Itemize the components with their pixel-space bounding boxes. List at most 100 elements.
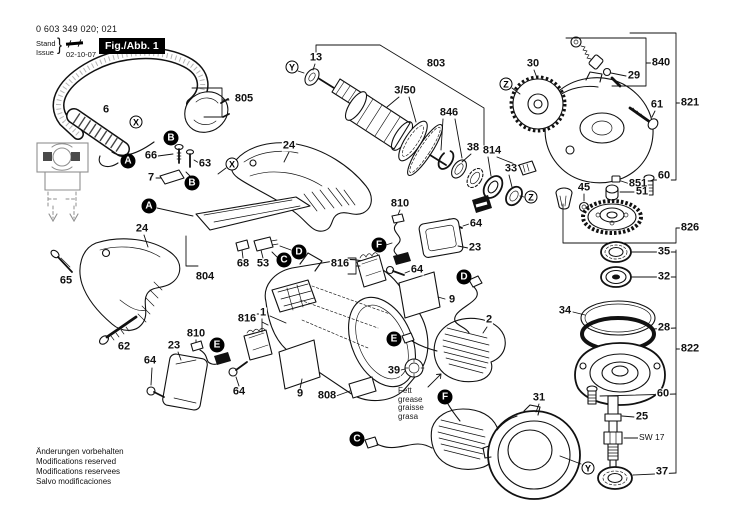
wrench-size-note: SW 17 <box>638 432 666 442</box>
marker-f-field-bottom: F <box>437 389 453 405</box>
part-label-23-left: 23 <box>166 339 182 352</box>
marker-e-brush-left: E <box>209 337 225 353</box>
part-label-65: 65 <box>58 274 74 287</box>
screw-61 <box>628 106 659 130</box>
part-label-24-handle: 24 <box>134 222 150 235</box>
screw-66 <box>157 143 184 164</box>
marker-z-ring: Z <box>524 190 538 204</box>
marker-a-cord: A <box>120 153 136 169</box>
notice-de: Änderungen vorbehalten <box>36 447 124 456</box>
lead-wire-d <box>454 275 483 334</box>
air-baffle-39 <box>400 358 442 388</box>
part-label-32: 32 <box>656 270 672 283</box>
switch-plate-804 <box>156 196 311 267</box>
lead-wire-f <box>447 403 461 422</box>
part-label-808: 808 <box>316 389 338 402</box>
part-label-63: 63 <box>197 157 213 170</box>
part-label-30: 30 <box>525 57 541 70</box>
part-label-816-left: 816 <box>236 312 258 325</box>
marker-y-armature: Y <box>285 60 299 74</box>
part-label-25: 25 <box>634 410 650 423</box>
modifications-notice: Änderungen vorbehalten Modifications res… <box>36 447 124 487</box>
brush-holder-center-816 <box>347 252 387 288</box>
grease-note: Fett grease graisse grasa <box>398 386 424 421</box>
field-coil-2 <box>433 317 506 383</box>
part-label-37: 37 <box>654 465 670 478</box>
lead-wire-e <box>401 332 438 352</box>
marker-b-cord: B <box>163 130 179 146</box>
issue-brace: } <box>57 35 63 56</box>
brush-lead-810-center <box>385 209 411 265</box>
part-label-9-left: 9 <box>295 387 305 400</box>
screw-64-center <box>385 265 411 276</box>
spindle-25 <box>603 395 639 469</box>
marker-y-guard: Y <box>581 461 595 475</box>
bearing-37 <box>597 466 677 490</box>
part-label-31: 31 <box>531 391 547 404</box>
part-label-53: 53 <box>255 257 271 270</box>
document-part-number: 0 603 349 020; 021 <box>36 24 118 34</box>
marker-c-field-bottom: C <box>349 431 365 447</box>
bracket-803 <box>315 44 485 151</box>
part-label-64-left-lower: 64 <box>231 385 247 398</box>
marker-z-gear: Z <box>499 77 513 91</box>
part-label-34: 34 <box>557 304 573 317</box>
marker-d-switch: D <box>291 244 307 260</box>
bearing-13 <box>297 63 320 86</box>
issue-date: 02-10-07 <box>66 50 97 59</box>
part-label-38: 38 <box>465 141 481 154</box>
screw-65 <box>50 249 73 273</box>
part-label-39: 39 <box>386 364 402 377</box>
marker-f-brush-center: F <box>371 237 387 253</box>
connector-53 <box>253 236 292 259</box>
part-label-7: 7 <box>146 171 156 184</box>
screw-64-left-upper <box>146 367 165 398</box>
part-label-805: 805 <box>233 92 255 105</box>
marker-x-cord: X <box>129 115 143 129</box>
notice-es: Salvo modificaciones <box>36 476 112 486</box>
brush-cover-23-right <box>418 218 469 258</box>
part-label-2: 2 <box>484 313 494 326</box>
bearing-35 <box>600 241 677 263</box>
panel-808 <box>335 376 377 399</box>
marker-c-switch: C <box>276 252 292 268</box>
part-label-810-left: 810 <box>185 327 207 340</box>
brush-cover-23-left <box>162 351 208 411</box>
part-label-803: 803 <box>425 57 447 70</box>
issue-words: Stand Issue <box>36 39 56 58</box>
power-cord <box>52 47 209 168</box>
part-label-64-left-upper: 64 <box>142 354 158 367</box>
clamping-flange-31 <box>482 403 582 500</box>
stand-label: Stand <box>36 39 56 48</box>
panel-9-left <box>278 339 321 390</box>
part-label-61: 61 <box>649 98 665 111</box>
notice-en: Modifications reserved <box>36 456 117 466</box>
part-label-6: 6 <box>101 103 111 116</box>
part-label-9-right: 9 <box>447 293 457 306</box>
part-label-23-right: 23 <box>467 241 483 254</box>
part-label-1: 1 <box>258 306 268 319</box>
mains-plug <box>184 87 230 133</box>
part-label-840: 840 <box>650 56 672 69</box>
marker-a-switch: A <box>141 198 157 214</box>
part-label-28: 28 <box>656 321 672 334</box>
motor-housing-1 <box>264 252 429 402</box>
part-label-804: 804 <box>194 270 216 283</box>
part-label-826: 826 <box>679 221 701 234</box>
part-label-68: 68 <box>235 257 251 270</box>
crown-gear-826 <box>562 199 683 244</box>
marker-x-handle: X <box>225 157 239 171</box>
part-label-851: 851 <box>627 177 649 190</box>
part-label-821: 821 <box>679 96 701 109</box>
lead-wire-c <box>364 436 433 449</box>
connector-68 <box>235 239 250 259</box>
part-label-29: 29 <box>626 69 642 82</box>
screw-63 <box>185 149 200 168</box>
part-label-816-center: 816 <box>329 257 351 270</box>
part-label-60-lower: 60 <box>655 387 671 400</box>
part-label-814: 814 <box>481 144 503 157</box>
part-label-66: 66 <box>143 149 159 162</box>
part-label-810-center: 810 <box>389 197 411 210</box>
